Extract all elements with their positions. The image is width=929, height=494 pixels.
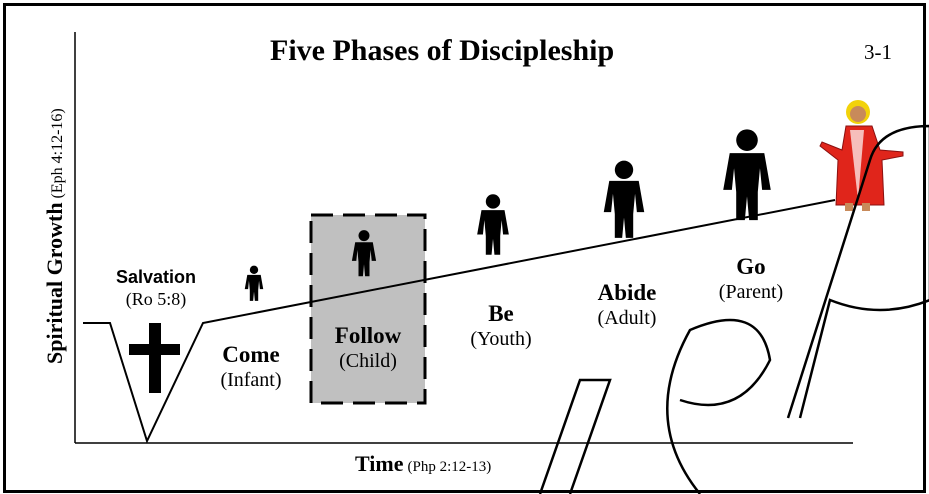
salvation-title: Salvation (115, 267, 197, 287)
phase-go: Go (Parent) (696, 254, 806, 304)
slide-number: 3-1 (864, 40, 892, 64)
x-axis-title: Time (355, 451, 404, 476)
y-axis-label: Spiritual Growth (Eph 4:12-16) (42, 108, 67, 364)
phase-come: Come (Infant) (196, 342, 306, 392)
person-icon-parent (723, 129, 771, 221)
phase-name: Go (736, 254, 766, 279)
phase-abide: Abide (Adult) (572, 280, 682, 330)
phase-stage: (Infant) (220, 369, 282, 391)
person-icon-child (351, 230, 377, 277)
page-title: Five Phases of Discipleship (270, 34, 615, 67)
phase-stage: (Adult) (597, 307, 657, 329)
phase-stage: (Parent) (718, 281, 784, 303)
slide-border (3, 3, 926, 493)
y-axis-reference: (Eph 4:12-16) (49, 108, 66, 199)
jesus-figure-icon (819, 100, 904, 211)
person-icon-youth (477, 194, 509, 255)
x-axis-reference: (Php 2:12-13) (407, 459, 492, 475)
watermark-shapes (538, 124, 929, 494)
cross-icon (129, 323, 180, 393)
phase-stage: (Youth) (470, 328, 532, 350)
phase-be: Be (Youth) (446, 301, 556, 351)
x-axis-label: Time (Php 2:12-13) (355, 451, 491, 477)
salvation-label: Salvation (Ro 5:8) (96, 266, 216, 310)
phase-stage: (Child) (339, 350, 397, 372)
phase-follow: Follow (Child) (313, 323, 423, 373)
person-icon-infant (244, 265, 264, 301)
phase-name: Come (222, 342, 280, 367)
growth-line (83, 199, 836, 444)
phase-name: Abide (597, 280, 657, 305)
phase-name: Follow (334, 323, 402, 348)
y-axis-title: Spiritual Growth (42, 202, 67, 364)
salvation-reference: (Ro 5:8) (125, 289, 187, 309)
person-icon-adult (603, 160, 645, 238)
phase-name: Be (488, 301, 514, 326)
